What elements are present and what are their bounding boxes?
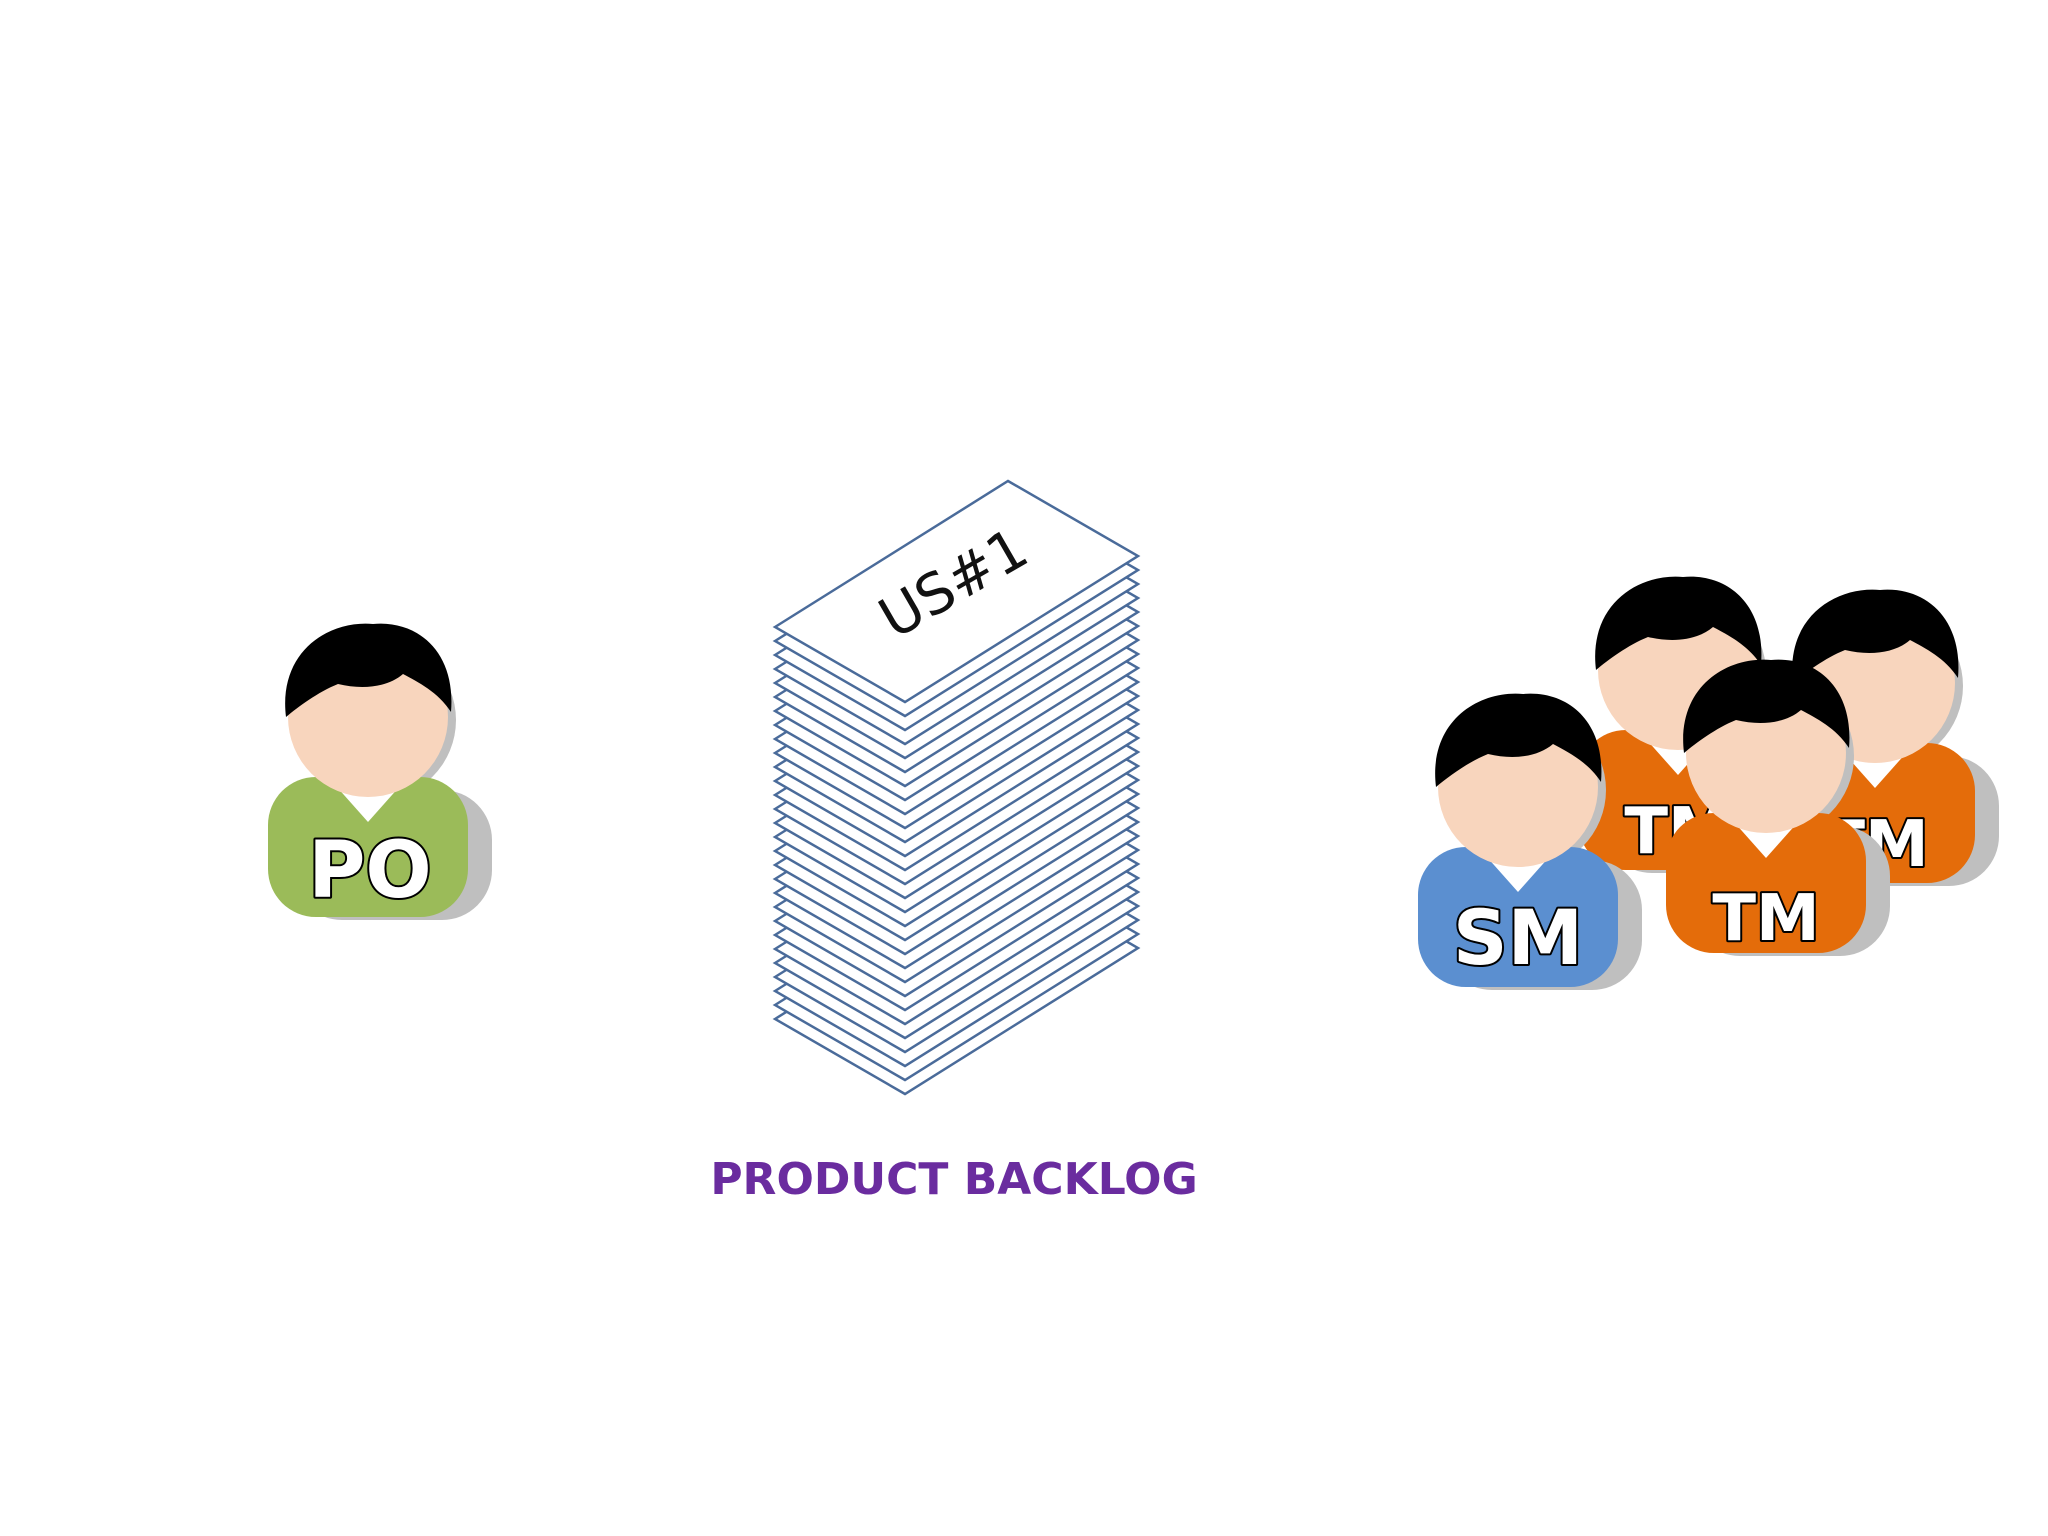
backlog-title: PRODUCT BACKLOG xyxy=(710,1154,1197,1205)
team-member-front: TM xyxy=(1666,659,1890,958)
sm-label: SM xyxy=(1453,893,1583,982)
po-label: PO xyxy=(308,826,431,916)
tm-front-label: TM xyxy=(1712,882,1819,956)
paper-sheet xyxy=(772,479,1141,704)
scrum-master: SM xyxy=(1418,693,1642,990)
product-owner: PO xyxy=(268,623,492,920)
paper-stack-icon xyxy=(772,479,1141,1096)
